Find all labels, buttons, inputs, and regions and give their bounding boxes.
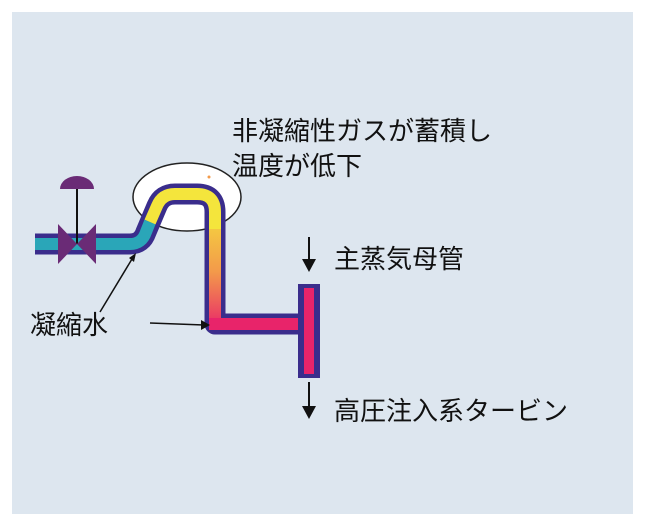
valve-icon: [58, 176, 96, 264]
condensate-label: 凝縮水: [30, 311, 109, 341]
condensate-pipe-segment: [35, 219, 156, 250]
condensate-leader-lines: [99, 253, 210, 330]
steam-flow-arrow-icon: [302, 237, 316, 272]
noncondensable-gas-segment: [144, 188, 221, 230]
temperature-gradient-segment: [209, 229, 221, 318]
main-steam-header-label: 主蒸気母管: [334, 245, 465, 275]
main-steam-header-fill: [304, 288, 314, 374]
diagram-background: [12, 12, 633, 514]
gas-accumulation-label-line1: 非凝縮性ガスが蓄積し: [232, 117, 493, 147]
steam-pipe-segment: [209, 318, 300, 330]
gas-accumulation-label-line2: 温度が低下: [232, 152, 363, 182]
turbine-flow-arrow-icon: [302, 382, 316, 419]
hpci-turbine-label: 高圧注入系タービン: [334, 397, 569, 427]
